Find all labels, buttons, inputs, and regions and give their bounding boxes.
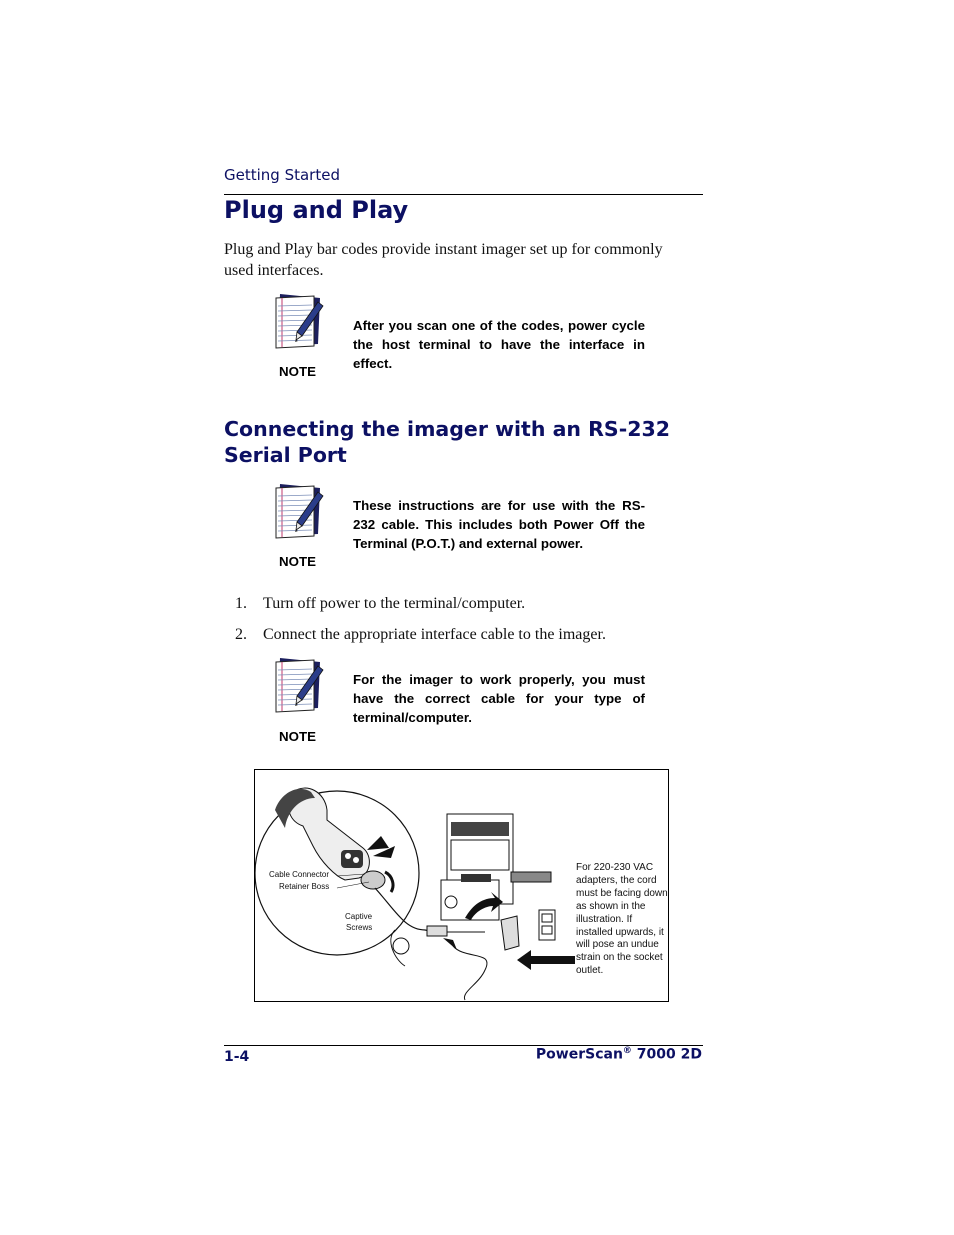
- footer-rule: [224, 1045, 703, 1046]
- note-label-3: NOTE: [279, 729, 316, 744]
- step-text-2: Connect the appropriate interface cable …: [263, 626, 606, 643]
- step-number-2: 2.: [235, 626, 247, 643]
- label-captive: Captive: [345, 912, 373, 921]
- product-brand: PowerScan: [535, 1046, 623, 1063]
- figure-caption: For 220-230 VAC adapters, the cord must …: [576, 862, 668, 977]
- running-header: Getting Started: [224, 166, 340, 184]
- product-model: 7000 2D: [631, 1046, 702, 1063]
- intro-paragraph: Plug and Play bar codes provide instant …: [224, 241, 663, 279]
- notepad-pen-icon: [272, 482, 324, 540]
- page-title: Plug and Play: [224, 196, 409, 224]
- step-text-1: Turn off power to the terminal/computer.: [263, 595, 526, 612]
- page-number: 1-4: [224, 1049, 250, 1065]
- notepad-pen-icon: [272, 656, 324, 714]
- header-rule: [224, 194, 703, 195]
- product-name: PowerScan® 7000 2D: [536, 1046, 702, 1063]
- note-label-1: NOTE: [279, 364, 316, 379]
- label-cable-connector: Cable Connector: [269, 870, 330, 879]
- step-number-1: 1.: [235, 595, 247, 612]
- connection-diagram-drawing: [255, 787, 575, 1001]
- section-heading: Connecting the imager with an RS-232 Ser…: [224, 417, 670, 467]
- registered-mark: ®: [622, 1046, 632, 1056]
- notepad-pen-icon: [272, 292, 324, 350]
- label-screws: Screws: [346, 923, 373, 932]
- note-text-2: These instructions are for use with the …: [353, 498, 645, 551]
- note-text-1: After you scan one of the codes, power c…: [353, 318, 645, 371]
- label-retainer-boss: Retainer Boss: [279, 882, 330, 891]
- note-label-2: NOTE: [279, 554, 316, 569]
- connection-illustration: Cable Connector Retainer Boss Captive Sc…: [254, 769, 669, 1002]
- note-text-3: For the imager to work properly, you mus…: [353, 672, 645, 725]
